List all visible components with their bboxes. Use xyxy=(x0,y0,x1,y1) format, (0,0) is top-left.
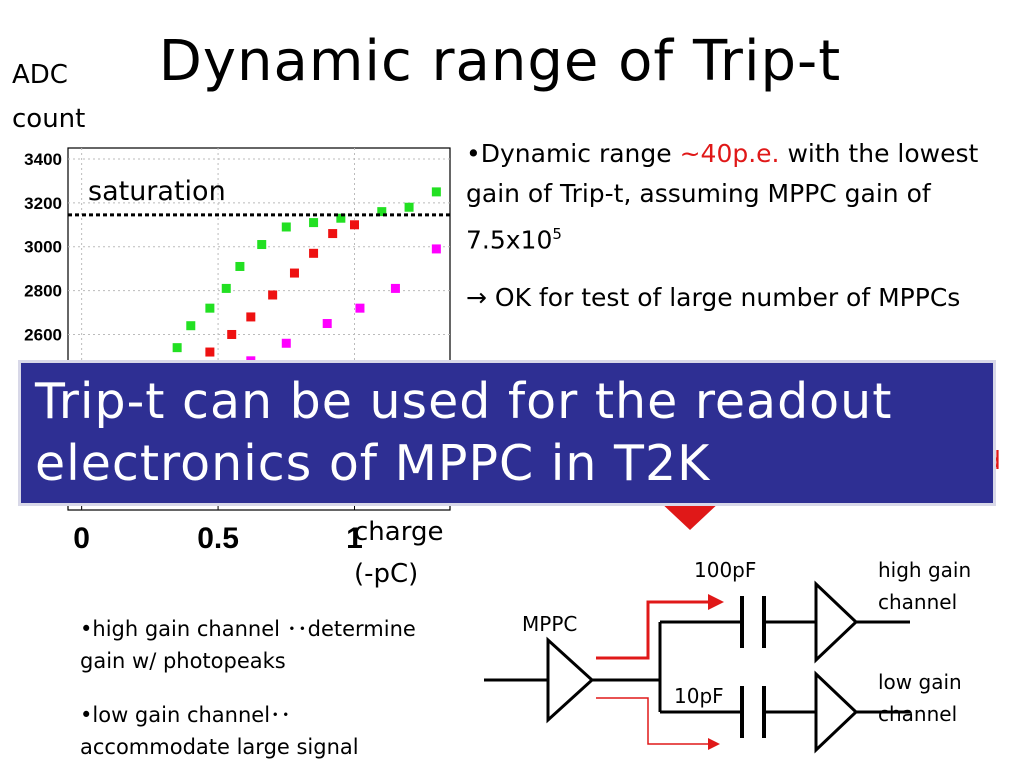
slide-title: Dynamic range of Trip-t xyxy=(158,29,842,94)
data-point xyxy=(186,321,196,331)
data-point xyxy=(328,229,338,239)
low-signal-arrow-icon xyxy=(596,697,710,745)
data-point xyxy=(431,187,441,197)
superscript: 5 xyxy=(552,225,562,243)
red-arrow-icon xyxy=(658,500,722,530)
high-gain-output-label-line2: channel xyxy=(878,590,958,614)
low-gain-output-label-line2: channel xyxy=(878,702,958,726)
y-axis-label-line1: ADC xyxy=(12,60,68,90)
data-point xyxy=(227,329,237,339)
y-tick-label: 3400 xyxy=(24,150,62,169)
data-point xyxy=(350,220,359,230)
capacitor-10pf-label: 10pF xyxy=(674,684,724,708)
banner-line1: Trip-t can be used for the readout xyxy=(35,373,893,430)
note-high-gain-line1: •high gain channel ･･determine xyxy=(80,617,416,641)
data-point xyxy=(309,218,319,228)
data-point xyxy=(268,290,278,300)
saturation-label: saturation xyxy=(88,176,226,207)
highlight-text: ~40p.e. xyxy=(679,139,780,168)
note-low-gain-line2: accommodate large signal xyxy=(80,735,359,759)
data-point xyxy=(289,268,299,278)
mppc-label: MPPC xyxy=(522,612,578,636)
data-point xyxy=(404,202,414,212)
data-point xyxy=(246,312,256,322)
data-point xyxy=(281,338,291,348)
x-tick-label: 1 xyxy=(346,522,363,555)
data-point xyxy=(205,303,215,313)
bullet-text: with the lowest gain of Trip-t, assuming… xyxy=(466,139,979,255)
data-point xyxy=(257,240,267,250)
data-point xyxy=(281,222,291,232)
data-point xyxy=(431,244,441,254)
note-high-gain-line2: gain w/ photopeaks xyxy=(80,649,286,673)
bullet-dynamic-range: •Dynamic range ~40p.e. with the lowest g… xyxy=(466,134,1006,260)
high-signal-arrow-icon xyxy=(596,600,712,660)
low-gain-output-label-line1: low gain xyxy=(878,670,962,694)
low-gain-amplifier-icon xyxy=(814,670,859,754)
y-tick-label: 2800 xyxy=(24,282,62,301)
data-point xyxy=(172,343,182,353)
circuit-diagram xyxy=(484,580,910,754)
data-point xyxy=(390,283,400,293)
y-tick-label: 3200 xyxy=(24,194,62,213)
capacitor-100pf-label: 100pF xyxy=(694,558,757,582)
data-point xyxy=(221,283,231,293)
x-tick-label: 0.5 xyxy=(197,522,239,555)
mppc-amplifier-icon xyxy=(546,636,595,724)
y-axis-label-line2: count xyxy=(12,104,86,134)
y-tick-label: 2600 xyxy=(24,325,62,344)
data-point xyxy=(322,319,332,329)
y-tick-label: 3000 xyxy=(24,238,62,257)
x-axis-label-line2: (-pC) xyxy=(354,559,419,589)
note-low-gain-line1: •low gain channel･･ xyxy=(80,703,292,727)
x-tick-label: 0 xyxy=(73,522,90,555)
bullet-text: •Dynamic range xyxy=(466,139,680,168)
bullet-ok: → OK for test of large number of MPPCs xyxy=(466,283,961,312)
data-point xyxy=(355,303,365,313)
x-axis-label-line1: charge xyxy=(354,517,444,547)
conclusion-banner: Trip-t can be used for the readout elect… xyxy=(18,360,996,506)
data-point xyxy=(235,261,245,271)
data-point xyxy=(377,207,387,217)
data-point xyxy=(309,248,319,258)
high-gain-output-label-line1: high gain xyxy=(878,558,972,582)
high-gain-amplifier-icon xyxy=(814,580,859,664)
data-point xyxy=(205,347,215,357)
data-point xyxy=(336,213,346,223)
banner-line2: electronics of MPPC in T2K xyxy=(35,435,711,492)
